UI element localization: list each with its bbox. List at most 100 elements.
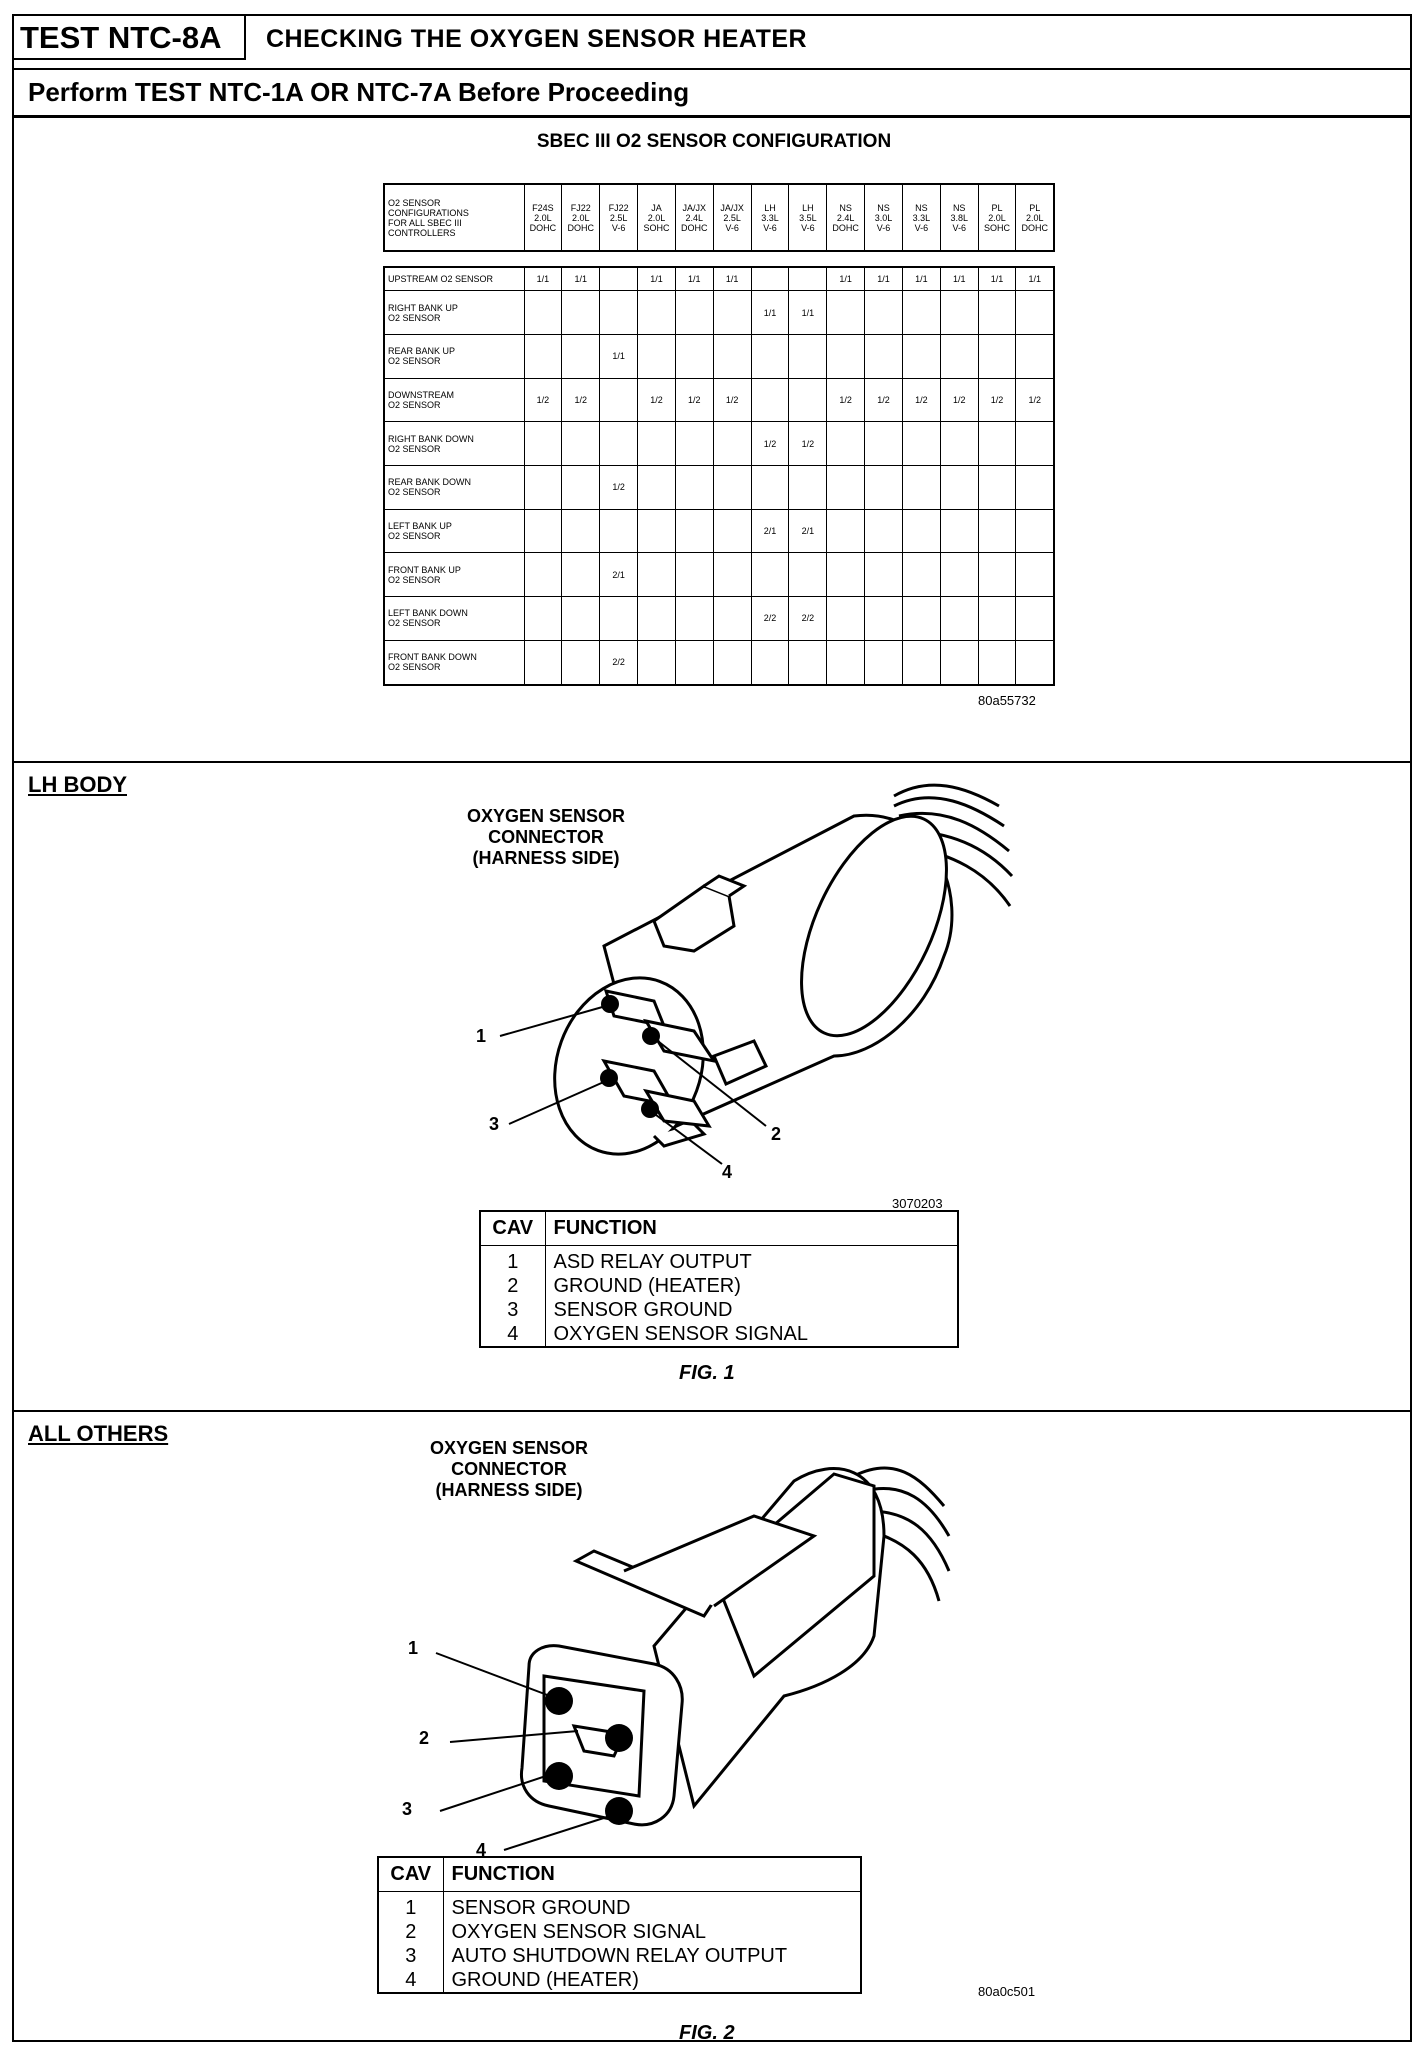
config-column-header-line: FJ22: [570, 202, 591, 213]
config-cell: [864, 639, 903, 686]
config-cell: [864, 421, 903, 467]
config-cell: [826, 508, 866, 554]
config-cell: 1/1: [901, 266, 941, 292]
config-column-header-line: DOHC: [681, 222, 708, 233]
config-cell: [523, 465, 563, 510]
config-row-label-line: O2 SENSOR: [388, 531, 441, 542]
lh-cav-table-row: 1 ASD RELAY OUTPUT: [480, 1245, 958, 1274]
divider-all-others: [14, 1410, 1410, 1412]
config-cell: 1/1: [939, 266, 979, 292]
config-cell: [901, 421, 941, 467]
config-column-header-line: JA/JX: [720, 202, 744, 213]
lh-pin-4: 4: [722, 1162, 733, 1182]
others-cav-table-cav: 2: [378, 1919, 444, 1944]
config-column-header-line: 2.4L: [836, 212, 855, 223]
config-row-label-line: O2 SENSOR: [388, 618, 441, 629]
config-cell: [1015, 508, 1055, 554]
config-cell: [599, 290, 639, 336]
lh-connector-label-line: (HARNESS SIDE): [472, 848, 620, 868]
config-column-header-line: 3.5L: [799, 212, 817, 223]
config-cell: [788, 377, 828, 423]
config-cell: [977, 421, 1017, 467]
config-cell: [523, 421, 563, 467]
config-cell: 1/1: [977, 266, 1017, 292]
config-cell: 2/1: [788, 508, 828, 554]
config-row-label-line: O2 SENSOR: [388, 487, 441, 498]
config-column-header-line: JA: [651, 202, 662, 213]
config-head-label-line: O2 SENSOR: [388, 197, 441, 208]
all-others-label: ALL OTHERS: [28, 1421, 169, 1446]
config-cell: [599, 421, 639, 467]
lh-function-header: FUNCTION: [545, 1211, 958, 1246]
config-column-header-line: 2.0L: [1025, 212, 1044, 223]
config-cell: [637, 334, 676, 379]
config-title: SBEC III O2 SENSOR CONFIGURATION: [536, 131, 892, 152]
page-frame: TEST NTC-8A CHECKING THE OXYGEN SENSOR H…: [12, 14, 1412, 2044]
config-column-header-line: 2.4L: [685, 212, 704, 223]
config-cell: 1/1: [1015, 266, 1055, 292]
config-cell: [674, 421, 714, 467]
config-column-header-line: 3.8L: [950, 212, 968, 223]
lh-cav-table-function: ASD RELAY OUTPUT: [553, 1250, 752, 1273]
config-column-header-line: DOHC: [832, 222, 859, 233]
config-row-label-line: O2 SENSOR: [388, 574, 441, 585]
lh-pin-2: 2: [771, 1124, 782, 1144]
lh-connector-label-line: OXYGEN SENSOR: [466, 806, 626, 826]
config-column-header-line: 2.0L: [647, 212, 666, 223]
config-cell: [674, 639, 714, 686]
lh-connector-label: OXYGEN SENSOR CONNECTOR (HARNESS SIDE): [426, 806, 666, 869]
config-row-label-line: REAR BANK DOWN: [388, 477, 472, 488]
config-row-label-line: FRONT BANK UP: [388, 564, 461, 575]
config-column-header-line: V-6: [876, 222, 891, 233]
others-connector-label-line: OXYGEN SENSOR: [429, 1438, 589, 1458]
lh-body-label: LH BODY: [28, 772, 127, 797]
config-column-header-line: V-6: [914, 222, 929, 233]
config-cell: 1/2: [674, 377, 714, 423]
others-cav-header: CAV: [378, 1857, 444, 1892]
lh-cav-table-cav: 1: [480, 1245, 546, 1274]
config-cell: [637, 639, 676, 686]
others-pin-3: 3: [402, 1799, 413, 1819]
config-cell: [750, 266, 790, 292]
config-cell: [599, 596, 639, 641]
others-cav-header-row: CAV FUNCTION: [378, 1857, 861, 1892]
config-cell: [523, 290, 563, 336]
config-head-label-line: FOR ALL SBEC III: [388, 217, 462, 228]
config-row-label: UPSTREAM O2 SENSOR: [383, 266, 525, 292]
config-cell: 2/2: [599, 639, 639, 686]
others-pin-4: 4: [476, 1840, 487, 1860]
config-cell: 1/1: [788, 290, 828, 336]
lh-ref-code: 3070203: [892, 1196, 943, 1211]
config-column-header-line: DOHC: [529, 222, 557, 233]
config-column-header-line: FJ22: [608, 202, 629, 213]
config-row-label-line: UPSTREAM O2 SENSOR: [388, 274, 494, 285]
config-column-header-line: 3.0L: [874, 212, 893, 223]
config-cell: [901, 552, 941, 597]
divider-lh-body: [14, 761, 1410, 763]
fig-2-label: FIG. 2: [679, 2022, 735, 2044]
config-cell: [864, 596, 903, 641]
